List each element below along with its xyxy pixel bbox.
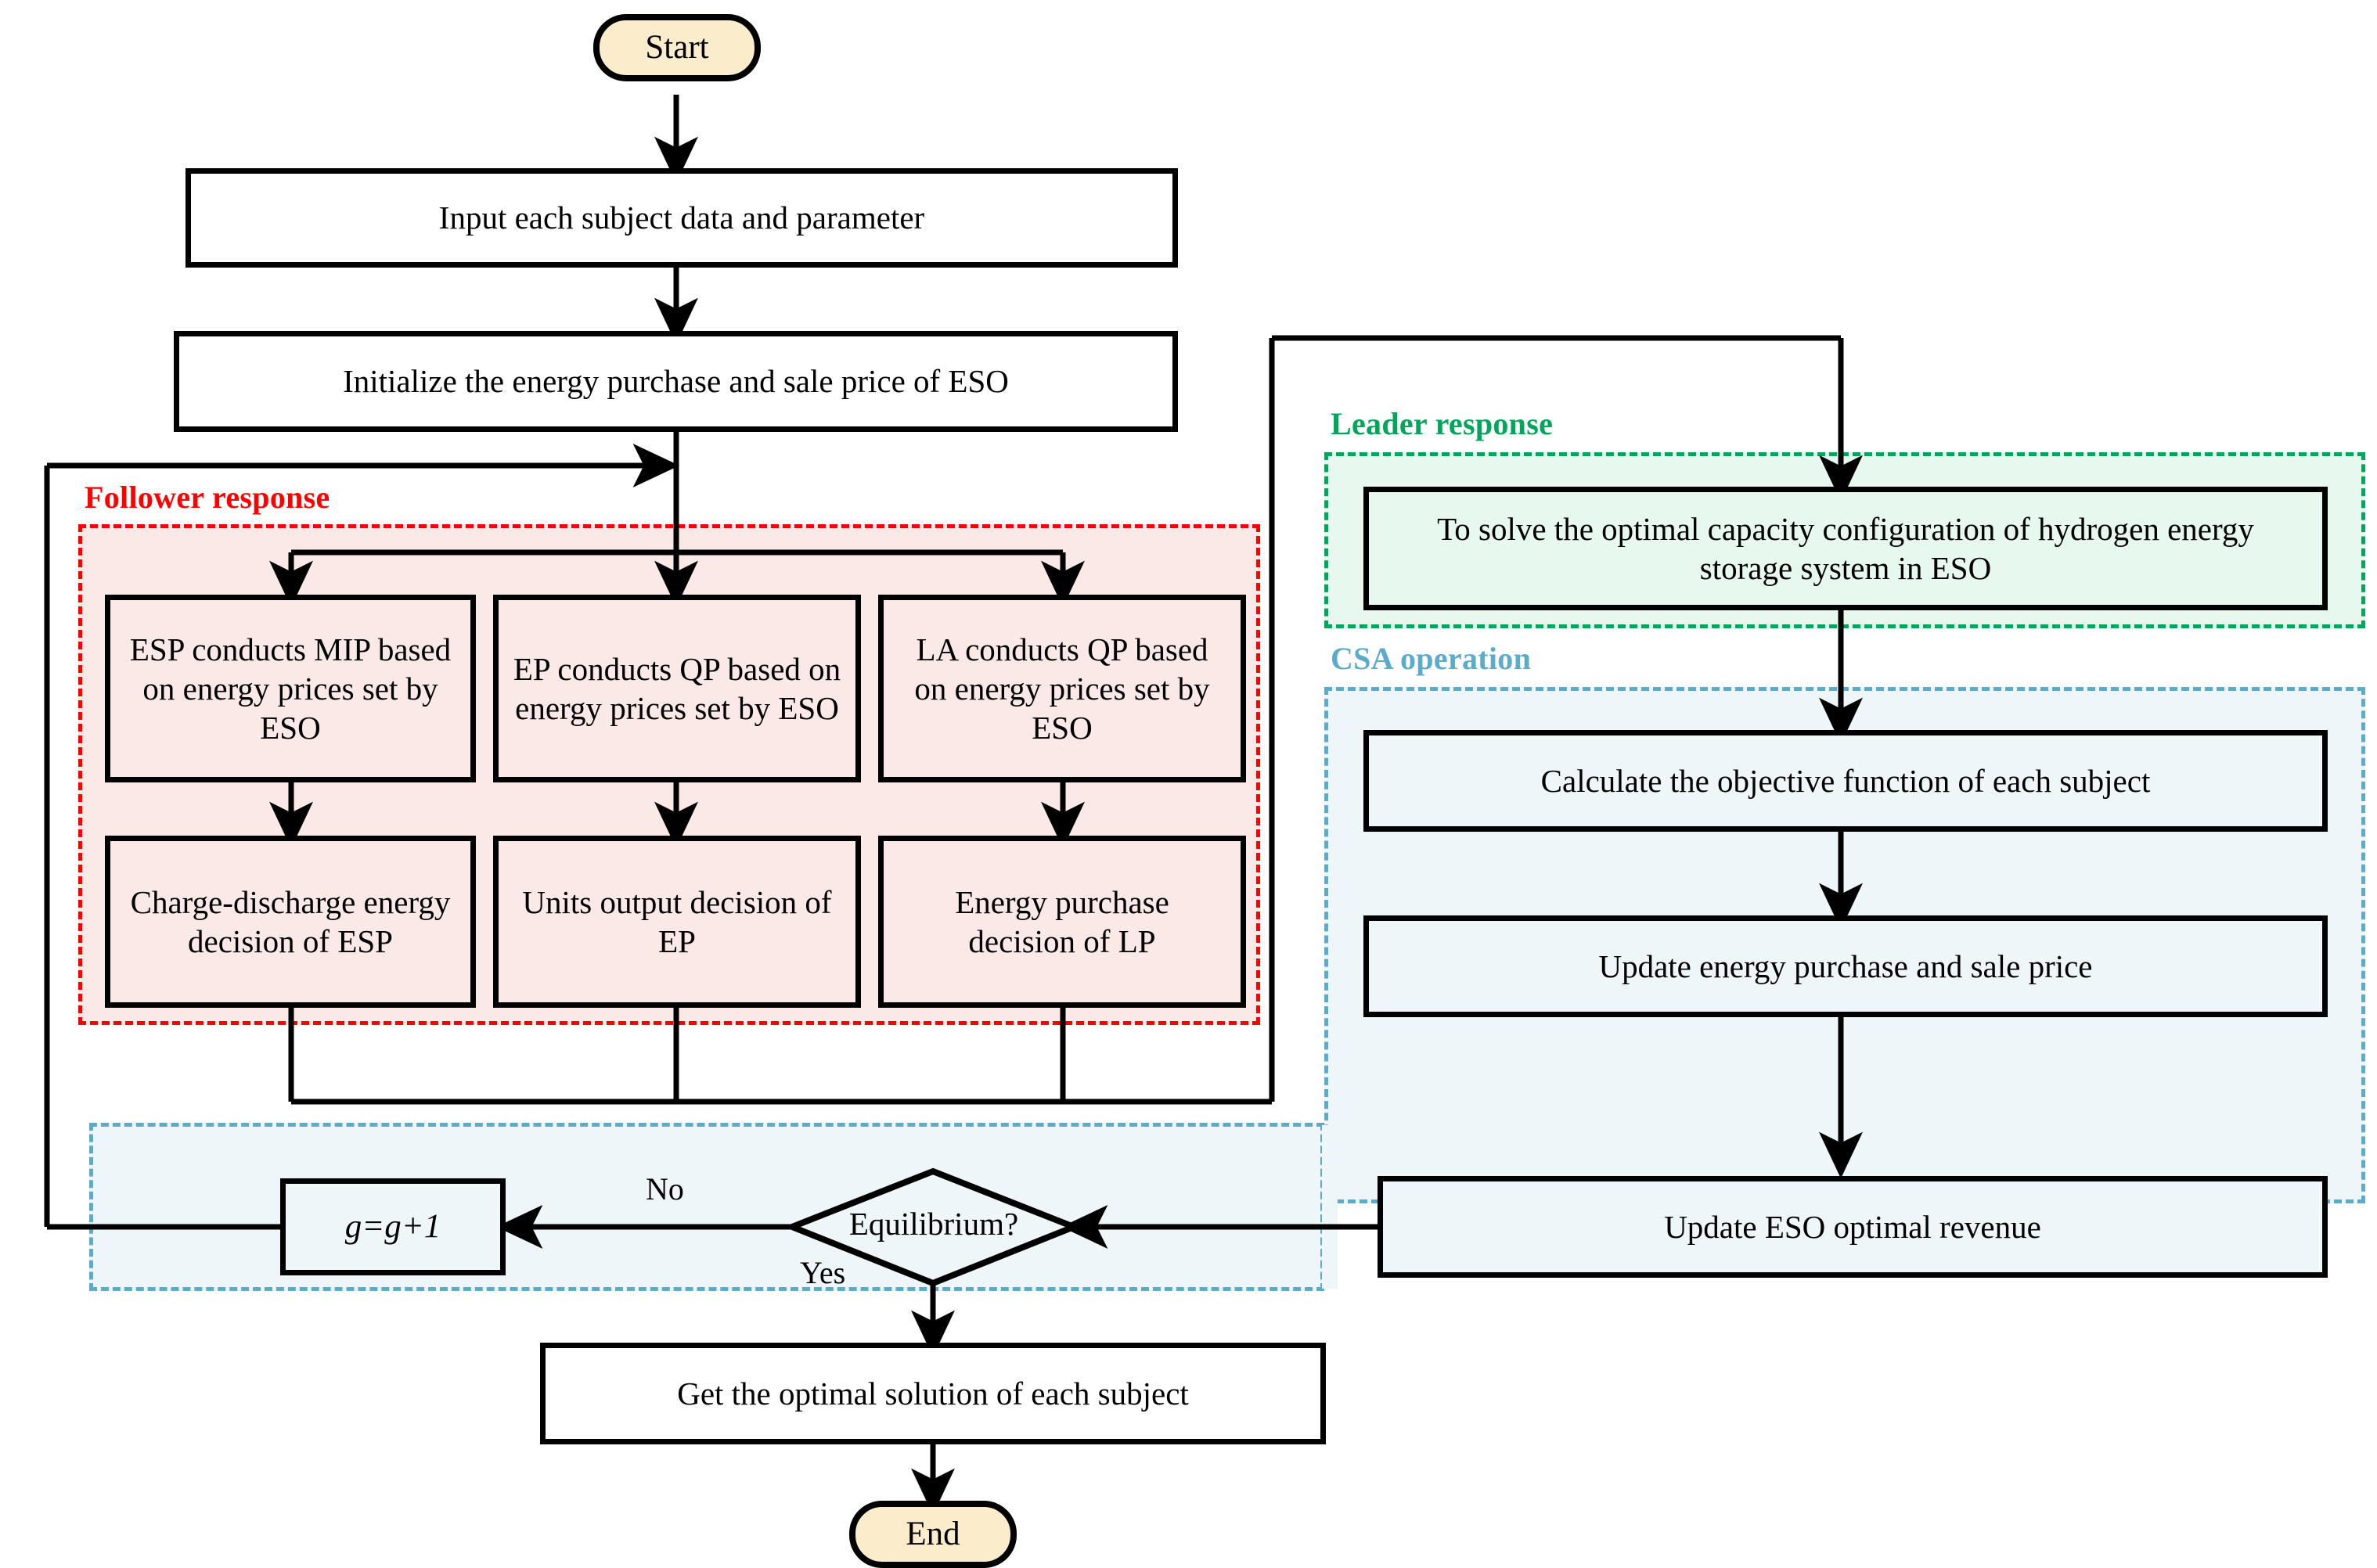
zone-csa-merge-patch xyxy=(1322,1125,1338,1289)
increment-counter-label: g=g+1 xyxy=(344,1207,441,1245)
node-update-revenue[interactable]: Update ESO optimal revenue xyxy=(1378,1176,2328,1278)
node-increment-counter[interactable]: g=g+1 xyxy=(280,1178,506,1275)
node-esp-charge-discharge-decision[interactable]: Charge-discharge energy decision of ESP xyxy=(105,836,476,1008)
node-lp-energy-purchase-decision[interactable]: Energy purchase decision of LP xyxy=(878,836,1246,1008)
node-ep-conducts-qp[interactable]: EP conducts QP based on energy prices se… xyxy=(493,595,861,782)
node-update-price[interactable]: Update energy purchase and sale price xyxy=(1363,915,2328,1017)
node-ep-units-output-decision[interactable]: Units output decision of EP xyxy=(493,836,861,1008)
edge-label-no: No xyxy=(646,1171,684,1207)
edge-label-yes: Yes xyxy=(800,1255,846,1290)
node-esp-conducts-mip[interactable]: ESP conducts MIP based on energy prices … xyxy=(105,595,476,782)
node-get-optimal-solution[interactable]: Get the optimal solution of each subject xyxy=(540,1343,1326,1444)
node-input-data[interactable]: Input each subject data and parameter xyxy=(185,168,1178,268)
node-start[interactable]: Start xyxy=(593,14,761,81)
equilibrium-label[interactable]: Equilibrium? xyxy=(848,1206,1019,1242)
equilibrium-diamond-shape xyxy=(783,1167,1082,1287)
zone-label-follower: Follower response xyxy=(85,480,330,515)
zone-label-leader: Leader response xyxy=(1331,406,1554,441)
node-end[interactable]: End xyxy=(849,1501,1017,1568)
zone-label-csa: CSA operation xyxy=(1331,641,1532,676)
node-leader-solve-capacity[interactable]: To solve the optimal capacity configurat… xyxy=(1363,487,2328,610)
node-initialize-price[interactable]: Initialize the energy purchase and sale … xyxy=(174,331,1178,432)
node-calculate-objective[interactable]: Calculate the objective function of each… xyxy=(1363,730,2328,832)
node-la-conducts-qp[interactable]: LA conducts QP based on energy prices se… xyxy=(878,595,1246,782)
